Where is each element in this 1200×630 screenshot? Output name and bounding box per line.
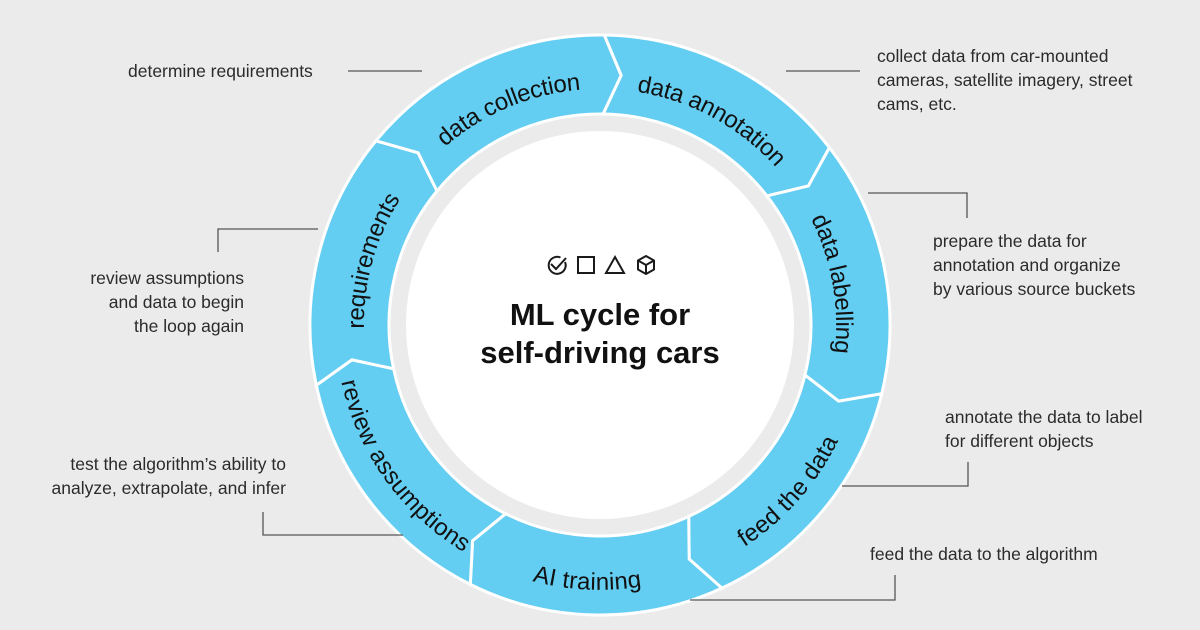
square-icon [577,256,595,274]
annotation-line: the loop again [134,316,244,336]
annotation-ai-training: test the algorithm’s ability to analyze,… [20,452,286,500]
annotation-line: test the algorithm’s ability to [70,454,286,474]
cube-icon [637,255,655,275]
annotation-data-annotation: prepare the data for annotation and orga… [933,229,1135,301]
annotation-line: review assumptions [90,268,244,288]
annotation-line: cameras, satellite imagery, street [877,70,1133,90]
leader-data-annotation [868,192,968,218]
stage-ai-training [468,511,725,617]
leader-ai-training [262,512,403,536]
annotation-requirements: determine requirements [128,59,313,83]
triangle-icon [604,254,626,274]
annotation-line: determine requirements [128,61,313,81]
leader-data-labelling [842,462,969,487]
annotation-line: prepare the data for [933,231,1087,251]
annotation-line: feed the data to the algorithm [870,544,1098,564]
center-title-line: self-driving cars [480,335,720,370]
leader-review-assumptions [217,228,318,252]
annotation-data-labelling: annotate the data to label for different… [945,405,1143,453]
annotation-review-assumptions: review assumptions and data to begin the… [40,266,244,338]
annotation-line: by various source buckets [933,279,1136,299]
center-title-line: ML cycle for [509,297,691,332]
annotation-line: annotation and organize [933,255,1121,275]
center-circle [406,131,794,519]
annotation-line: collect data from car-mounted [877,46,1109,66]
annotation-line: cams, etc. [877,94,957,114]
annotation-line: annotate the data to label [945,407,1143,427]
center-title: ML cycle for self-driving cars [450,296,750,372]
check-circle-icon [547,255,567,275]
annotation-feed-the-data: feed the data to the algorithm [870,542,1098,566]
stage-review-assumptions [314,358,509,587]
annotation-data-collection: collect data from car-mounted cameras, s… [877,44,1132,116]
annotation-line: and data to begin [108,292,244,312]
center-icon-row [545,254,660,276]
leader-lines [217,70,969,601]
annotation-line: analyze, extrapolate, and infer [51,478,286,498]
annotation-line: for different objects [945,431,1094,451]
leader-feed-the-data [690,575,896,601]
